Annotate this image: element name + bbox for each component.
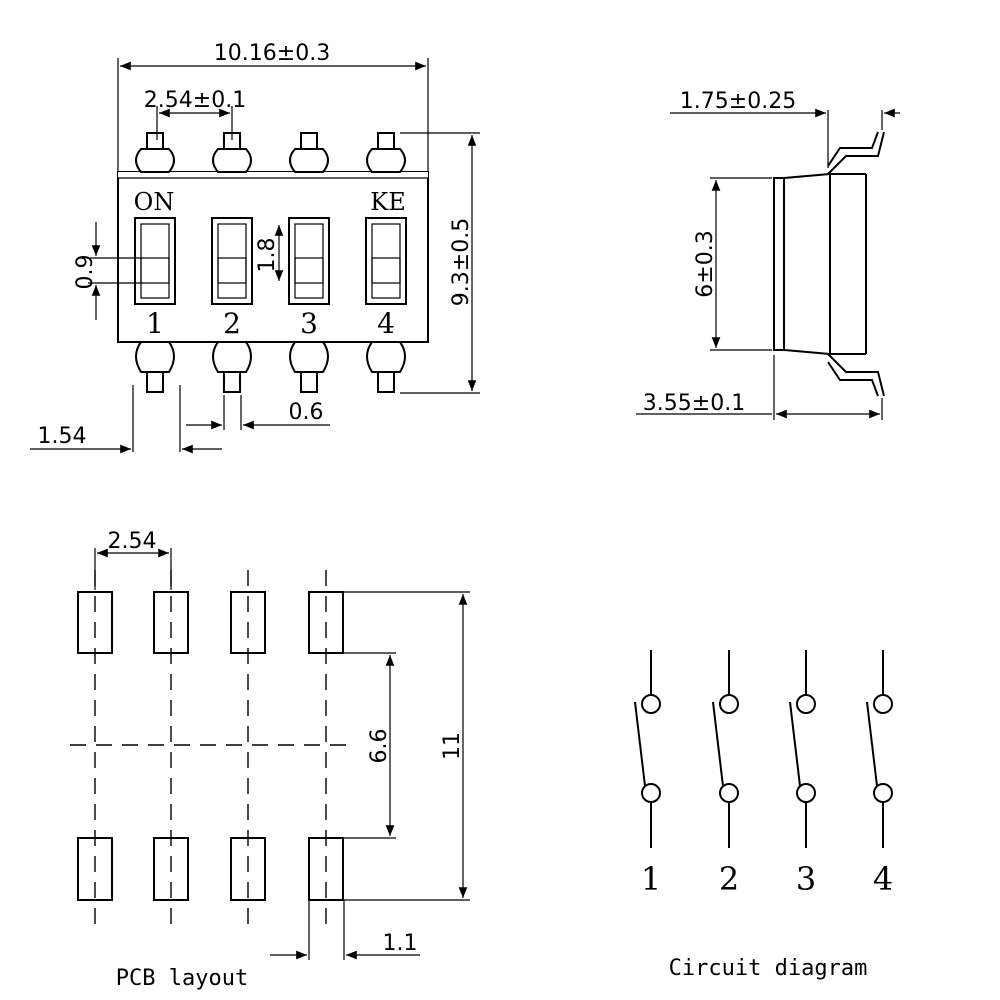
circuit-contact-bottom-1 — [641, 783, 661, 803]
side-height-dimension: 6±0.3 — [693, 230, 718, 297]
pcb-pads — [77, 570, 344, 925]
side-lead-bottom — [827, 361, 879, 397]
bottom-lead-pin-4 — [377, 371, 395, 393]
top-lead-2 — [212, 148, 252, 173]
switch-actuator-4 — [371, 257, 401, 284]
circuit-lever-4 — [866, 701, 878, 787]
top-lead-1 — [135, 148, 175, 173]
actuator-dimension: 0.9 — [73, 255, 98, 290]
switch-slot-4 — [365, 217, 407, 305]
circuit-number-1: 1 — [641, 860, 661, 898]
side-bottom-dimension: 3.55±0.1 — [643, 391, 745, 416]
circuit-contact-bottom-2 — [719, 783, 739, 803]
top-lead-pin-1 — [146, 132, 164, 150]
bottom-lead-pin-1 — [146, 371, 164, 393]
on-label: ON — [134, 188, 175, 216]
top-leads — [135, 132, 406, 173]
pcb-layout: 2.54 6.6 11 1.1 PCB layout — [70, 529, 470, 991]
brand-label: KE — [370, 188, 405, 216]
circuit-number-2: 2 — [719, 860, 739, 898]
circuit-lever-3 — [789, 701, 801, 787]
circuit-lever-2 — [712, 701, 724, 787]
switch-actuator-2 — [217, 257, 247, 284]
circuit-contact-top-4 — [873, 694, 893, 714]
circuit-number-3: 3 — [796, 860, 816, 898]
height-dimension: 9.3±0.5 — [449, 218, 474, 306]
top-lead-3 — [289, 148, 329, 173]
circuit-contact-top-1 — [641, 694, 661, 714]
lead-width-dimension: 0.6 — [289, 400, 324, 425]
side-top-dimension: 1.75±0.25 — [680, 89, 796, 114]
pcb-inner-dimension: 6.6 — [367, 729, 392, 764]
bottom-lead-2 — [212, 341, 252, 373]
bottom-lead-1 — [135, 341, 175, 373]
switch-number-2: 2 — [223, 307, 241, 340]
circuit-lever-1 — [634, 701, 646, 787]
circuit-number-4: 4 — [873, 860, 893, 898]
switch-slot-2 — [211, 217, 253, 305]
slot-dimension: 1.8 — [255, 238, 280, 273]
circuit-contact-bottom-3 — [796, 783, 816, 803]
width-dimension: 10.16±0.3 — [214, 41, 330, 66]
pcb-pitch-dimension: 2.54 — [108, 529, 157, 554]
switch-slot-1 — [134, 217, 176, 305]
bottom-lead-pin-2 — [223, 371, 241, 393]
switch-number-1: 1 — [146, 307, 164, 340]
circuit-contact-top-2 — [719, 694, 739, 714]
bottom-leads — [135, 341, 406, 393]
circuit-diagram: 1 2 3 4 Circuit diagram — [634, 650, 893, 981]
circuit-contact-bottom-4 — [873, 783, 893, 803]
top-lead-pin-4 — [377, 132, 395, 150]
lead-offset-dimension: 1.54 — [38, 424, 87, 449]
side-lead-top — [827, 131, 879, 167]
pcb-outer-dimension: 11 — [440, 732, 465, 760]
switch-slot-3 — [288, 217, 330, 305]
switch-slots — [134, 217, 407, 305]
side-cap — [773, 177, 785, 351]
switch-actuator-1 — [140, 257, 170, 284]
side-view: 1.75±0.25 6±0.3 3.55±0.1 — [636, 89, 900, 420]
switch-slot-inner-1 — [140, 223, 170, 299]
switch-slot-inner-3 — [294, 223, 324, 299]
bottom-lead-pin-3 — [300, 371, 318, 393]
top-view: ON KE 1 2 3 4 10.16±0.3 2.54±0.1 9.3±0.5… — [30, 41, 480, 454]
switch-slot-inner-2 — [217, 223, 247, 299]
switch-number-4: 4 — [377, 307, 395, 340]
bottom-lead-4 — [366, 341, 406, 373]
switch-slot-inner-4 — [371, 223, 401, 299]
top-lead-4 — [366, 148, 406, 173]
switch-actuator-3 — [294, 257, 324, 284]
pcb-pad-width-dimension: 1.1 — [383, 931, 418, 956]
pitch-dimension: 2.54±0.1 — [144, 88, 246, 113]
pcb-layout-title: PCB layout — [116, 966, 248, 991]
switch-number-3: 3 — [300, 307, 318, 340]
circuit-diagram-title: Circuit diagram — [669, 956, 868, 981]
top-lead-pin-3 — [300, 132, 318, 150]
circuit-contact-top-3 — [796, 694, 816, 714]
bottom-lead-3 — [289, 341, 329, 373]
